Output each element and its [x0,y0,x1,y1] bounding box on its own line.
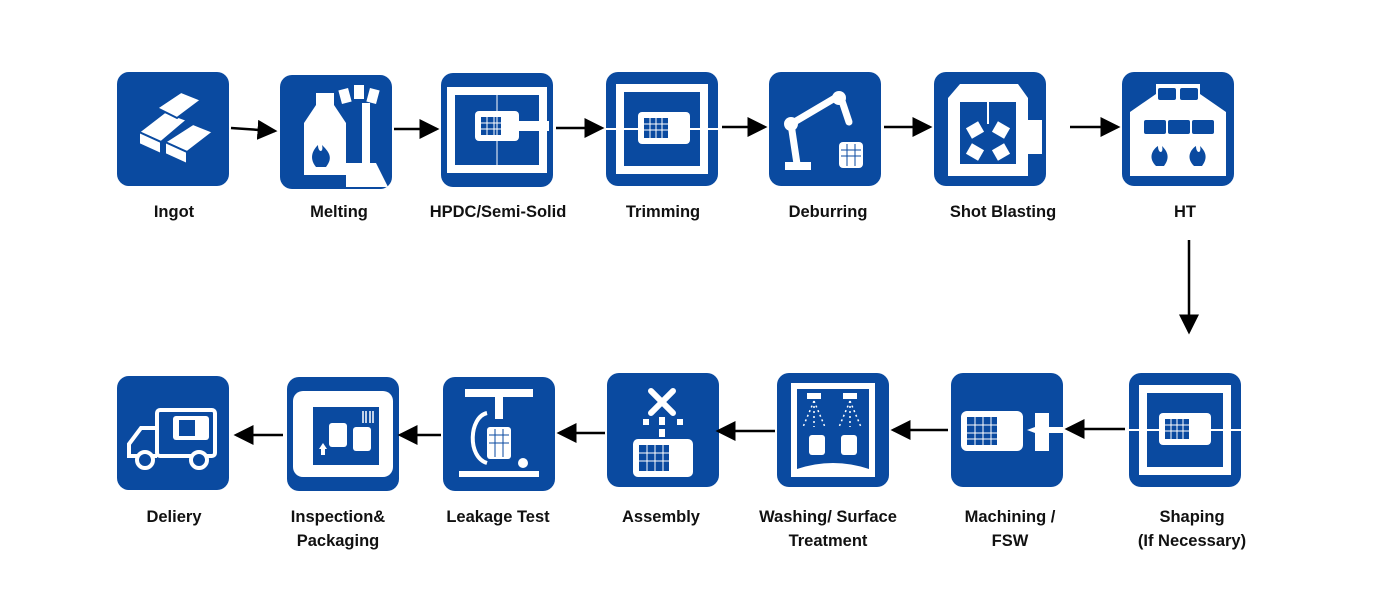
die-casting-icon [441,73,553,187]
step-label-delivery: Deliery [146,508,202,526]
delivery-truck-icon [117,376,229,490]
step-label-machining: Machining / FSW [964,508,1056,550]
washing-spray-icon [777,373,889,487]
step-label-hpdc: HPDC/Semi-Solid [429,203,567,221]
arrow-1 [230,119,278,140]
step-label-shot-blasting: Shot Blasting [949,203,1057,221]
step-label-washing: Washing/ Surface Treatment [759,508,897,550]
step-label-ingot: Ingot [153,203,195,221]
machining-spindle-icon [951,373,1063,487]
shot-blasting-icon [934,72,1046,186]
shaping-press-icon [1129,373,1241,487]
step-label-ht: HT [1174,203,1196,221]
ingot-icon [117,72,229,186]
step-label-shaping: Shaping (If Necessary) [1137,508,1247,550]
heat-treatment-icon [1122,72,1234,186]
step-label-inspection: Inspection& Packaging [290,508,386,550]
leak-test-icon [443,377,555,491]
step-label-melting: Melting [310,203,368,221]
robot-arm-icon [769,72,881,186]
step-label-leakage-test: Leakage Test [446,508,550,526]
trimming-press-icon [606,72,718,186]
inspection-box-icon [287,377,399,491]
melting-furnace-icon [280,75,392,189]
step-label-trimming: Trimming [625,203,701,221]
tools-assembly-icon [607,373,719,487]
step-label-assembly: Assembly [622,508,700,526]
step-label-deburring: Deburring [788,203,868,221]
